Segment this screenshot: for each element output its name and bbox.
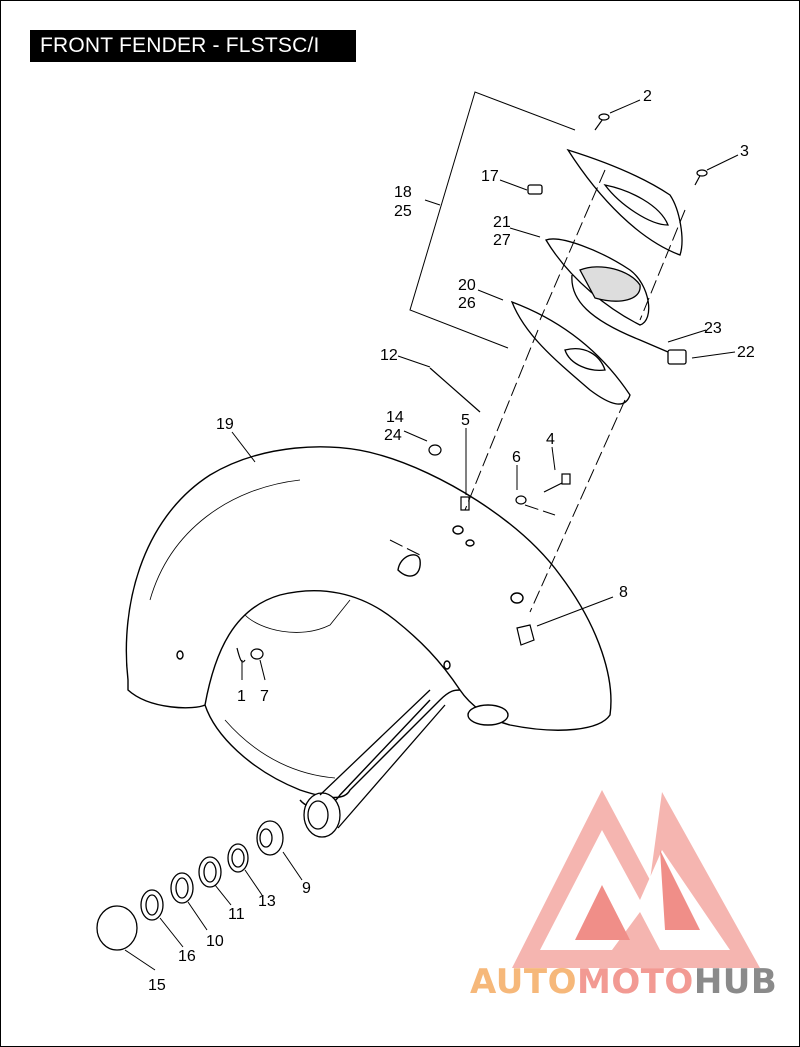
label-8: 8 [619, 584, 628, 601]
label-11: 11 [228, 906, 245, 923]
label-16: 16 [178, 948, 196, 965]
assembly-bracket [409, 91, 576, 349]
label-4: 4 [546, 431, 555, 448]
label-25: 25 [394, 203, 412, 220]
bearing-stack [96, 820, 284, 951]
label-1: 1 [237, 688, 246, 705]
watermark-text: AUTOMOTOHUB [470, 962, 777, 1002]
label-21: 21 [493, 214, 511, 231]
label-14: 14 [386, 409, 404, 426]
fasteners [236, 113, 708, 663]
watermark-auto: AUTO [470, 962, 577, 1002]
label-13: 13 [258, 893, 276, 910]
label-26: 26 [458, 295, 476, 312]
label-27: 27 [493, 232, 511, 249]
label-3: 3 [740, 143, 749, 160]
watermark-logo [512, 790, 760, 968]
label-19: 19 [216, 416, 234, 433]
label-20: 20 [458, 277, 476, 294]
label-23: 23 [704, 320, 722, 337]
label-15: 15 [148, 977, 166, 994]
label-10: 10 [206, 933, 224, 950]
label-2: 2 [643, 88, 652, 105]
label-9: 9 [302, 880, 311, 897]
marker-lamp-assembly [510, 148, 687, 405]
axle-assembly [303, 689, 446, 838]
leader-lines [124, 99, 739, 971]
diagram-title: FRONT FENDER - FLSTSC/I [30, 30, 356, 62]
label-18: 18 [394, 184, 412, 201]
label-7: 7 [260, 688, 269, 705]
label-6: 6 [512, 449, 521, 466]
front-fender [125, 446, 612, 809]
label-24: 24 [384, 427, 402, 444]
watermark-moto: MOTO [576, 962, 694, 1002]
assembly-guides [389, 169, 686, 613]
part-labels: 2 3 17 18 25 21 27 20 26 23 22 12 19 14 … [148, 88, 755, 994]
label-17: 17 [481, 168, 499, 185]
watermark-hub: HUB [693, 962, 778, 1002]
label-5: 5 [461, 412, 470, 429]
label-12: 12 [380, 347, 398, 364]
label-22: 22 [737, 344, 755, 361]
